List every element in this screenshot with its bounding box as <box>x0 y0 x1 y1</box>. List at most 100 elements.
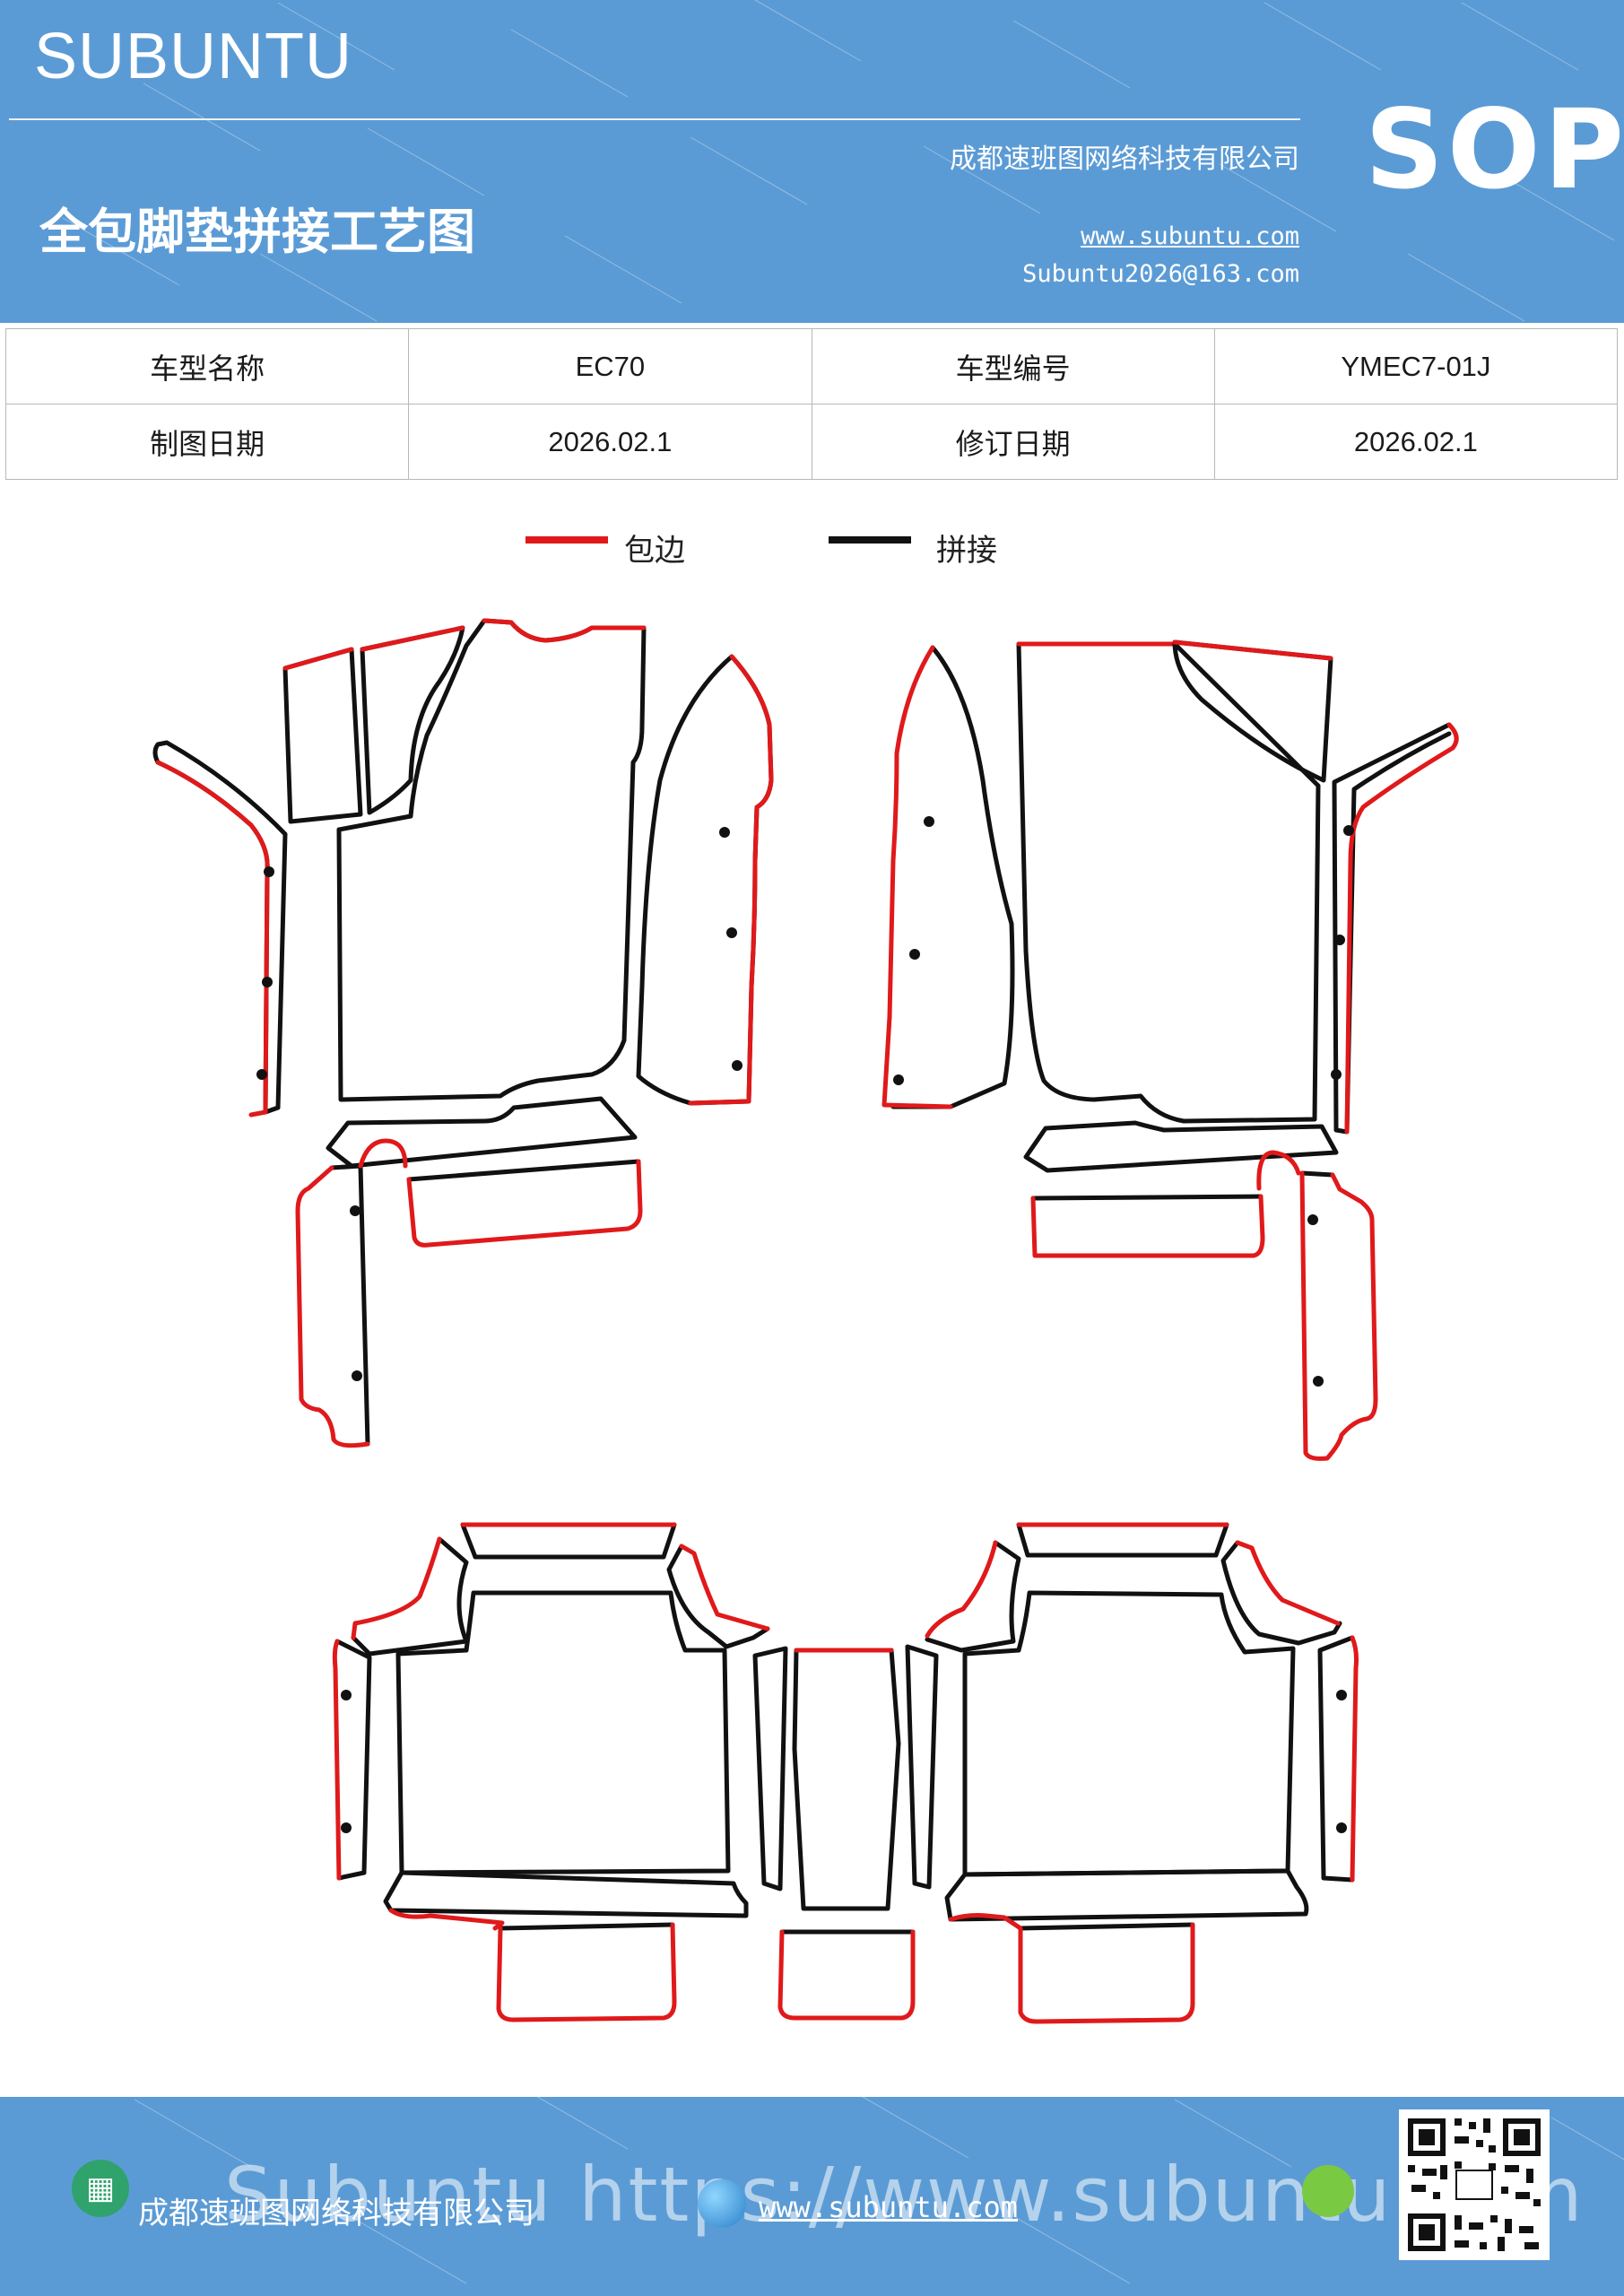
mat-piece-seam <box>890 645 1015 1109</box>
mat-piece-seam <box>752 1646 788 1892</box>
legend-swatch-binding <box>525 536 608 544</box>
sop-badge: SOP <box>1365 86 1624 213</box>
mat-piece-seam <box>282 647 363 824</box>
mat-piece-seam <box>334 1639 372 1881</box>
mat-piece-seam <box>1016 1522 1229 1558</box>
clip-dot <box>732 1060 743 1071</box>
footer-company-name: 成都速班图网络科技有限公司 <box>138 2196 534 2231</box>
front-right-mat-group <box>881 639 1459 1461</box>
mat-piece-seam <box>944 1868 1309 1922</box>
clip-dot <box>341 1822 352 1833</box>
mat-piece-seam <box>925 1540 1021 1653</box>
mat-piece-binding <box>358 1138 408 1169</box>
table-cell-label: 车型名称 <box>4 328 410 404</box>
mat-piece-seam <box>905 1644 939 1890</box>
mat-piece-seam <box>1023 1120 1339 1173</box>
mat-piece-binding <box>388 1908 505 1931</box>
mat-piece-binding <box>496 1922 677 2022</box>
clip-dot <box>1334 935 1345 945</box>
mat-piece-binding <box>282 647 354 671</box>
mat-piece-seam <box>395 1590 731 1875</box>
mat-piece-seam <box>329 1163 370 1447</box>
mat-piece-seam <box>360 625 465 815</box>
clip-dot <box>909 949 920 960</box>
building-icon: ▦ <box>72 2160 129 2217</box>
mat-piece-seam <box>1317 1635 1355 1883</box>
clip-dot <box>1307 1214 1318 1225</box>
table-cell-label: 制图日期 <box>4 404 410 480</box>
mat-piece-binding <box>688 654 774 1106</box>
mat-piece-seam <box>792 1648 901 1911</box>
mat-piece-seam <box>498 1922 675 1931</box>
clip-dot <box>264 866 274 877</box>
vehicle-info-table: 车型名称 EC70 车型编号 YMEC7-01J 制图日期 2026.02.1 … <box>4 328 1619 480</box>
page-title: 全包脚垫拼接工艺图 <box>39 204 475 260</box>
mat-piece-binding <box>1172 639 1333 661</box>
mat-piece-binding <box>1030 1194 1265 1258</box>
mat-piece-binding <box>925 1540 998 1639</box>
clip-dot <box>1336 1822 1347 1833</box>
mat-piece-binding <box>679 1544 770 1631</box>
wechat-icon <box>1302 2165 1354 2217</box>
header-banner: SUBUNTU 全包脚垫拼接工艺图 成都速班图网络科技有限公司 www.subu… <box>0 0 1624 323</box>
floor-mat-diagram <box>152 618 1459 2024</box>
mat-piece-binding <box>1256 1150 1301 1191</box>
globe-icon <box>698 2179 746 2228</box>
footer-watermark-text: Subuntu https://www.subuntu.com <box>224 2151 1585 2239</box>
mat-piece-binding <box>948 1913 1023 1931</box>
mat-piece-binding <box>295 1165 370 1448</box>
mat-piece-seam <box>383 1870 749 1918</box>
mat-piece-seam <box>1299 1170 1335 1178</box>
clip-dot <box>1343 825 1354 836</box>
rear-center-mat-group <box>752 1644 939 2021</box>
mat-piece-seam <box>1220 1540 1342 1646</box>
legend-label-seam: 拼接 <box>936 533 997 569</box>
mat-piece-binding <box>360 625 465 652</box>
clip-dot <box>893 1074 904 1085</box>
mat-piece-binding <box>155 760 270 1118</box>
company-name: 成都速班图网络科技有限公司 <box>950 144 1299 175</box>
legend-swatch-seam <box>829 536 911 544</box>
table-cell-value: 2026.02.1 <box>408 404 812 480</box>
legend: 包边 拼接 <box>0 526 1624 572</box>
mat-piece-binding <box>881 645 953 1109</box>
table-row: 制图日期 2026.02.1 修订日期 2026.02.1 <box>4 404 1619 480</box>
clip-dot <box>352 1370 362 1381</box>
table-cell-value: 2026.02.1 <box>1213 404 1619 480</box>
mat-piece-binding <box>1299 1170 1378 1461</box>
qr-code <box>1399 2109 1550 2260</box>
mat-piece-seam <box>666 1544 770 1649</box>
mat-piece-binding <box>1235 1540 1341 1626</box>
mat-piece-seam <box>1172 639 1333 783</box>
clip-dot <box>719 827 730 838</box>
mat-piece-binding <box>777 1929 916 2021</box>
website-link[interactable]: www.subuntu.com <box>1081 222 1299 250</box>
clip-dot <box>924 816 934 827</box>
mat-piece-seam <box>406 1159 641 1182</box>
mat-piece-seam <box>326 1096 638 1169</box>
mat-piece-binding <box>1018 1922 1195 2024</box>
clip-dot <box>256 1069 267 1080</box>
clip-dot <box>341 1690 352 1700</box>
table-row: 车型名称 EC70 车型编号 YMEC7-01J <box>4 328 1619 404</box>
table-cell-label: 修订日期 <box>811 404 1215 480</box>
footer-website-link[interactable]: www.subuntu.com <box>759 2190 1018 2224</box>
clip-dot <box>262 977 273 987</box>
clip-dot <box>1313 1376 1324 1387</box>
mat-piece-seam <box>1016 641 1321 1124</box>
mat-piece-binding <box>1350 1635 1359 1883</box>
mat-piece-seam <box>1018 1922 1195 1931</box>
header-divider <box>9 118 1300 120</box>
front-left-mat-group <box>152 618 774 1448</box>
clip-dot <box>350 1205 360 1216</box>
legend-label-binding: 包边 <box>624 533 685 569</box>
mat-piece-binding <box>406 1159 643 1248</box>
mat-piece-seam <box>336 618 647 1102</box>
footer-banner: Subuntu https://www.subuntu.com ▦ 成都速班图网… <box>0 2097 1624 2296</box>
mat-piece-binding <box>351 1536 442 1640</box>
mat-piece-seam <box>962 1590 1296 1877</box>
rear-left-mat-group <box>332 1522 770 2022</box>
table-cell-value: YMEC7-01J <box>1213 328 1619 404</box>
brand-name: SUBUNTU <box>34 21 353 92</box>
clip-dot <box>1331 1069 1342 1080</box>
